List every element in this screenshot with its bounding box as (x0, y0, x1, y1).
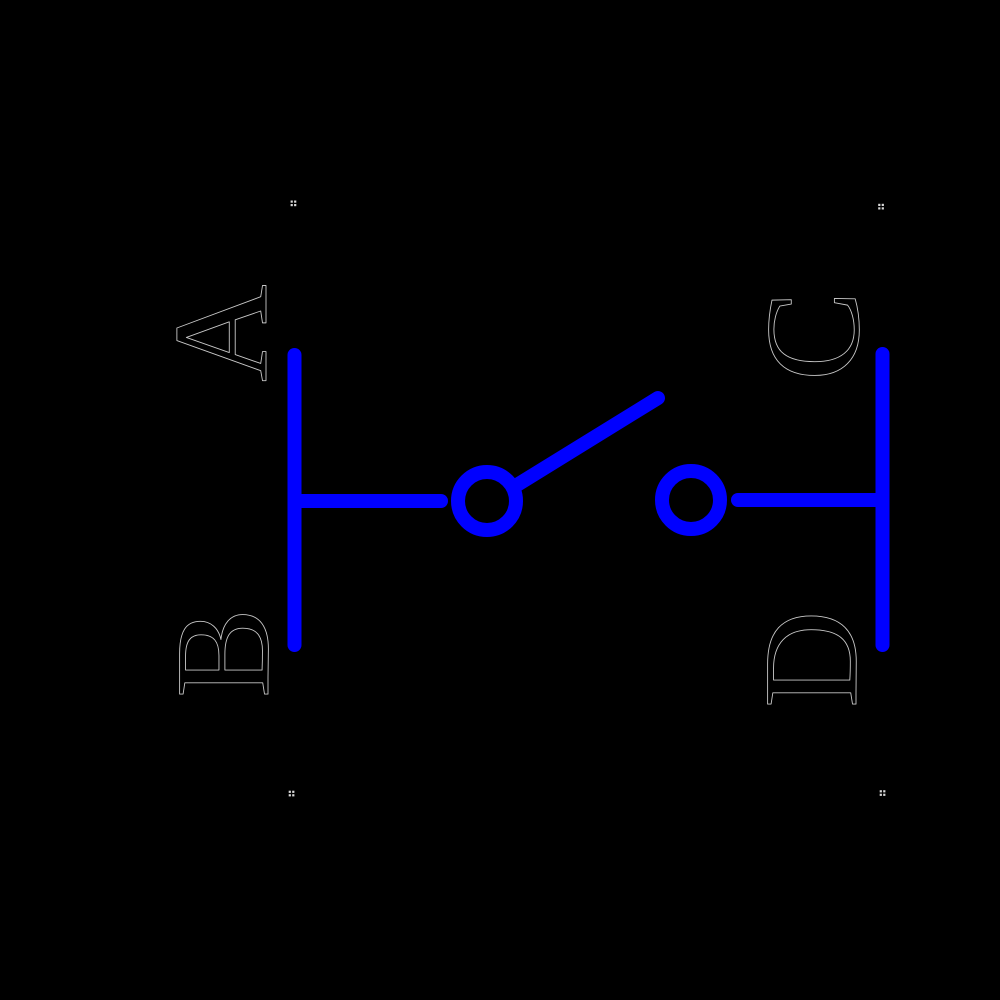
anchor-marker-top-left-icon (290, 200, 297, 207)
pin-label-b: B (149, 608, 298, 698)
pin-labels: A B C D (147, 284, 889, 709)
pin-label-a: A (147, 285, 296, 383)
anchor-marker-top-right-icon (878, 203, 884, 210)
anchor-marker-bottom-right-icon (879, 790, 886, 796)
pin-label-c: C (739, 291, 888, 381)
pin-label-d: D (737, 611, 886, 709)
anchor-marker-bottom-left-icon (288, 790, 295, 797)
switch-lever-icon[interactable] (510, 391, 665, 492)
contact-circle-left-icon (451, 465, 523, 537)
contact-circle-right-icon (655, 464, 727, 536)
switch-component[interactable] (287, 347, 890, 652)
